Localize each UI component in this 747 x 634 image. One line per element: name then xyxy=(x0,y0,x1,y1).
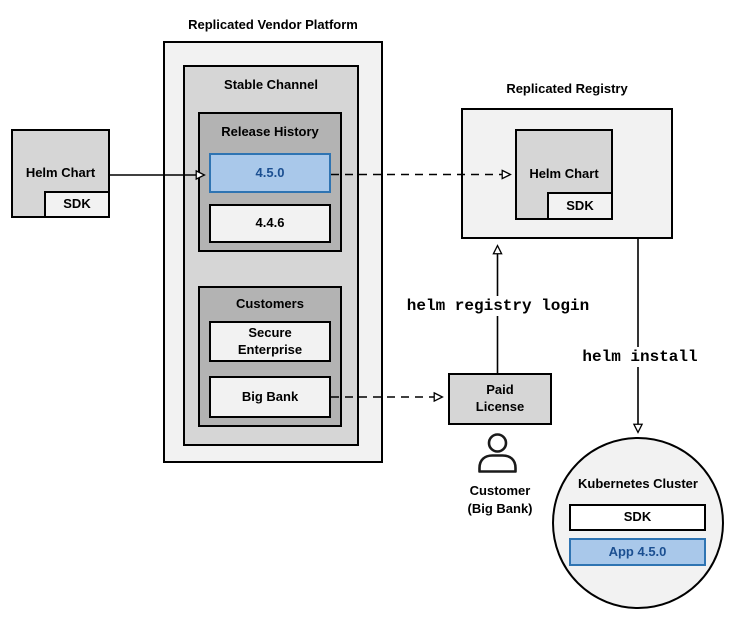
cluster-sdk-box: SDK xyxy=(569,504,706,531)
customer-item-secure-enterprise: Secure Enterprise xyxy=(209,321,331,362)
customer-item-label: Secure Enterprise xyxy=(237,324,303,357)
release-history-title: Release History xyxy=(221,124,319,139)
command-registry-login: helm registry login xyxy=(396,296,600,316)
release-item-label: 4.4.6 xyxy=(255,215,285,231)
release-item-450: 4.5.0 xyxy=(209,153,331,193)
stable-channel-title: Stable Channel xyxy=(224,77,318,92)
source-sdk-box: SDK xyxy=(44,191,110,218)
source-sdk-label: SDK xyxy=(63,196,91,212)
customer-item-big-bank: Big Bank xyxy=(209,376,331,418)
registry-helm-chart-label: Helm Chart xyxy=(529,166,599,182)
paid-license-label: Paid License xyxy=(475,382,525,414)
customer-detail: (Big Bank) xyxy=(467,501,533,516)
release-item-446: 4.4.6 xyxy=(209,204,331,243)
cluster-app-box: App 4.5.0 xyxy=(569,538,706,566)
customer-person-icon xyxy=(478,433,517,473)
cluster-app-label: App 4.5.0 xyxy=(608,543,667,559)
command-helm-install: helm install xyxy=(572,347,708,367)
customer-name: Customer xyxy=(469,483,531,498)
registry-title: Replicated Registry xyxy=(506,81,628,96)
vendor-platform-title: Replicated Vendor Platform xyxy=(188,17,358,32)
cluster-sdk-label: SDK xyxy=(623,509,652,525)
paid-license-box: Paid License xyxy=(448,373,552,425)
release-item-label: 4.5.0 xyxy=(255,164,285,180)
person-body xyxy=(478,454,517,473)
customer-item-label: Big Bank xyxy=(241,388,299,404)
person-head xyxy=(487,433,508,453)
registry-sdk-box: SDK xyxy=(547,192,613,220)
source-helm-chart-label: Helm Chart xyxy=(25,165,96,181)
customers-title: Customers xyxy=(236,296,304,311)
customer-caption: Customer (Big Bank) xyxy=(440,482,560,518)
kubernetes-cluster-title: Kubernetes Cluster xyxy=(578,476,698,491)
registry-sdk-label: SDK xyxy=(566,197,594,213)
